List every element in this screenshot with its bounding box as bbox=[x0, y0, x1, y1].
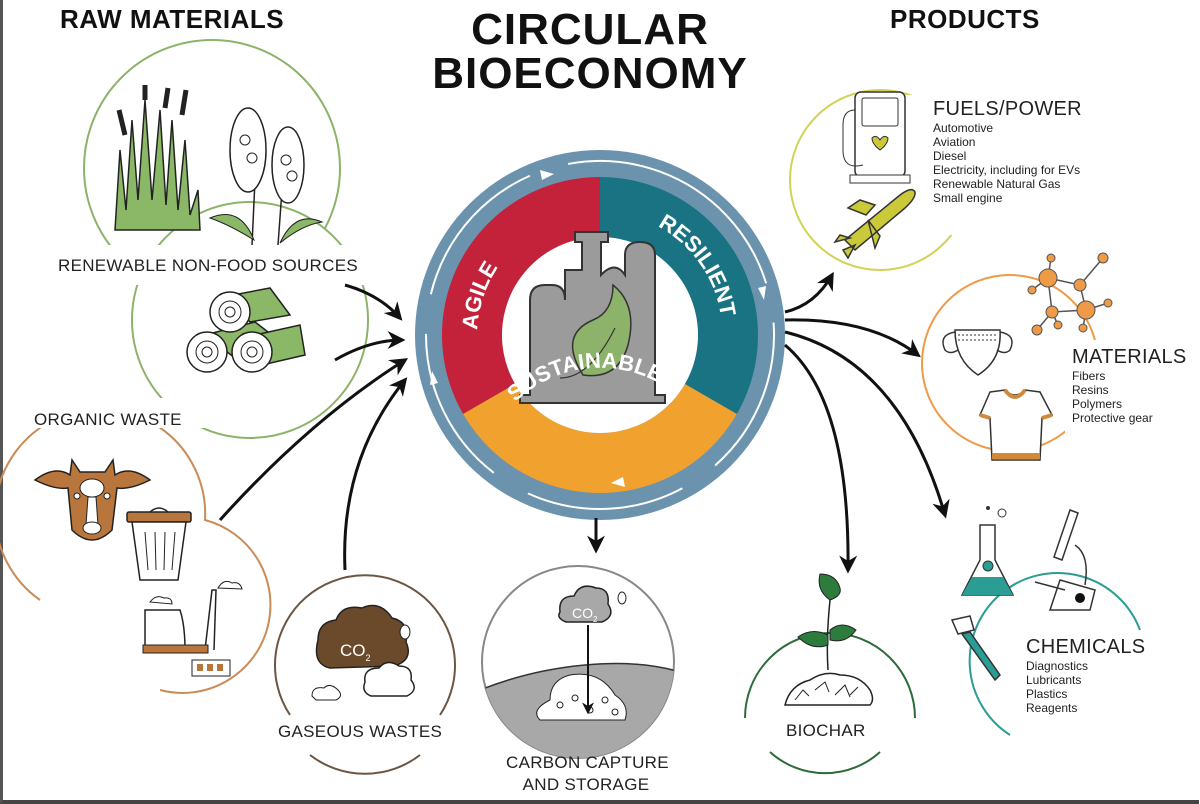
biorefinery-icon bbox=[519, 231, 666, 404]
arrow-renewable-in-2 bbox=[334, 331, 406, 362]
arrow-gaseous-in bbox=[343, 377, 408, 571]
product-fuels-list: Automotive Aviation Diesel Electricity, … bbox=[933, 121, 1082, 205]
microscope-icon bbox=[1034, 509, 1096, 611]
product-chemicals: CHEMICALS Diagnostics Lubricants Plastic… bbox=[1026, 636, 1145, 715]
segment-agile bbox=[442, 177, 600, 414]
label-ccs-line-2: AND STORAGE bbox=[522, 775, 650, 794]
list-item: Diesel bbox=[933, 149, 967, 163]
list-item: Polymers bbox=[1072, 397, 1123, 411]
co2-cloud-icon bbox=[315, 604, 409, 669]
product-chemicals-title: CHEMICALS bbox=[1026, 636, 1146, 658]
flow-arrows bbox=[218, 271, 950, 574]
grass-icon bbox=[114, 85, 201, 231]
co2-cloud-icon-gray bbox=[558, 585, 612, 623]
biochar-group bbox=[744, 573, 916, 775]
segment-resilient bbox=[600, 177, 758, 414]
label-ccs: CARBON CAPTURE AND STORAGE bbox=[506, 752, 669, 796]
list-item: Small engine bbox=[933, 191, 1003, 205]
product-materials-list: Fibers Resins Polymers Protective gear bbox=[1072, 369, 1187, 425]
label-organic-waste: ORGANIC WASTE bbox=[34, 410, 182, 429]
product-fuels: FUELS/POWER Automotive Aviation Diesel E… bbox=[933, 98, 1082, 205]
flask-icon bbox=[960, 506, 1015, 596]
label-gaseous-wastes: GASEOUS WASTES bbox=[278, 722, 443, 741]
title-line-1: CIRCULAR bbox=[471, 5, 709, 54]
product-chemicals-list: Diagnostics Lubricants Plastics Reagents bbox=[1026, 659, 1145, 715]
title-line-2: BIOECONOMY bbox=[432, 49, 748, 98]
central-cycle bbox=[415, 150, 785, 520]
list-item: Plastics bbox=[1026, 687, 1068, 701]
list-item: Reagents bbox=[1026, 701, 1078, 715]
product-materials-title: MATERIALS bbox=[1072, 346, 1187, 368]
face-mask-icon bbox=[942, 329, 1013, 376]
carbon-capture-group bbox=[481, 565, 675, 759]
section-products: PRODUCTS bbox=[890, 4, 1040, 34]
organic-waste-group bbox=[0, 398, 272, 694]
renewable-sources-group bbox=[60, 39, 400, 439]
trash-can-icon bbox=[126, 507, 192, 581]
logs-icon bbox=[186, 287, 306, 373]
list-item: Fibers bbox=[1072, 369, 1106, 383]
fuels-circle-group bbox=[789, 89, 1100, 271]
arrow-to-chemicals bbox=[784, 330, 950, 519]
section-raw-materials: RAW MATERIALS bbox=[60, 4, 285, 34]
label-ccs-line-1: CARBON CAPTURE bbox=[506, 753, 669, 772]
product-materials: MATERIALS Fibers Resins Polymers Protect… bbox=[1072, 346, 1187, 425]
list-item: Lubricants bbox=[1026, 673, 1082, 687]
fuel-pump-icon bbox=[842, 91, 911, 184]
product-fuels-title: FUELS/POWER bbox=[933, 98, 1082, 120]
arrow-to-biochar bbox=[784, 343, 858, 574]
arrow-renewable-in bbox=[344, 283, 403, 321]
materials-circle-group bbox=[921, 252, 1195, 461]
cow-icon bbox=[33, 457, 152, 541]
co2-label-gaseous: CO2 bbox=[340, 641, 371, 663]
dropper-icon bbox=[950, 615, 1001, 682]
list-item: Diagnostics bbox=[1026, 659, 1089, 673]
list-item: Aviation bbox=[933, 135, 976, 149]
segment-sustainable bbox=[463, 384, 737, 493]
tshirt-icon bbox=[978, 388, 1054, 461]
gaseous-wastes-group bbox=[274, 574, 456, 775]
list-item: Renewable Natural Gas bbox=[933, 177, 1061, 191]
label-biochar: BIOCHAR bbox=[786, 721, 866, 740]
co2-label-ccs: CO2 bbox=[572, 605, 598, 624]
list-item: Protective gear bbox=[1072, 411, 1153, 425]
list-item: Electricity, including for EVs bbox=[933, 163, 1081, 177]
factory-icon bbox=[142, 580, 243, 677]
list-item: Automotive bbox=[933, 121, 994, 135]
char-pile-icon bbox=[784, 672, 874, 706]
chemicals-circle-group bbox=[950, 506, 1141, 736]
arrow-to-fuels bbox=[784, 271, 834, 314]
list-item: Resins bbox=[1072, 383, 1109, 397]
arrow-to-materials bbox=[784, 318, 921, 358]
arrow-organic-in bbox=[218, 358, 409, 522]
plant-icon bbox=[797, 573, 857, 671]
molecule-icon bbox=[1027, 252, 1113, 336]
sorghum-icon bbox=[208, 107, 324, 246]
page-title: CIRCULAR BIOECONOMY bbox=[400, 8, 780, 96]
airplane-icon bbox=[833, 188, 916, 260]
label-renewable: RENEWABLE NON-FOOD SOURCES bbox=[58, 256, 358, 275]
